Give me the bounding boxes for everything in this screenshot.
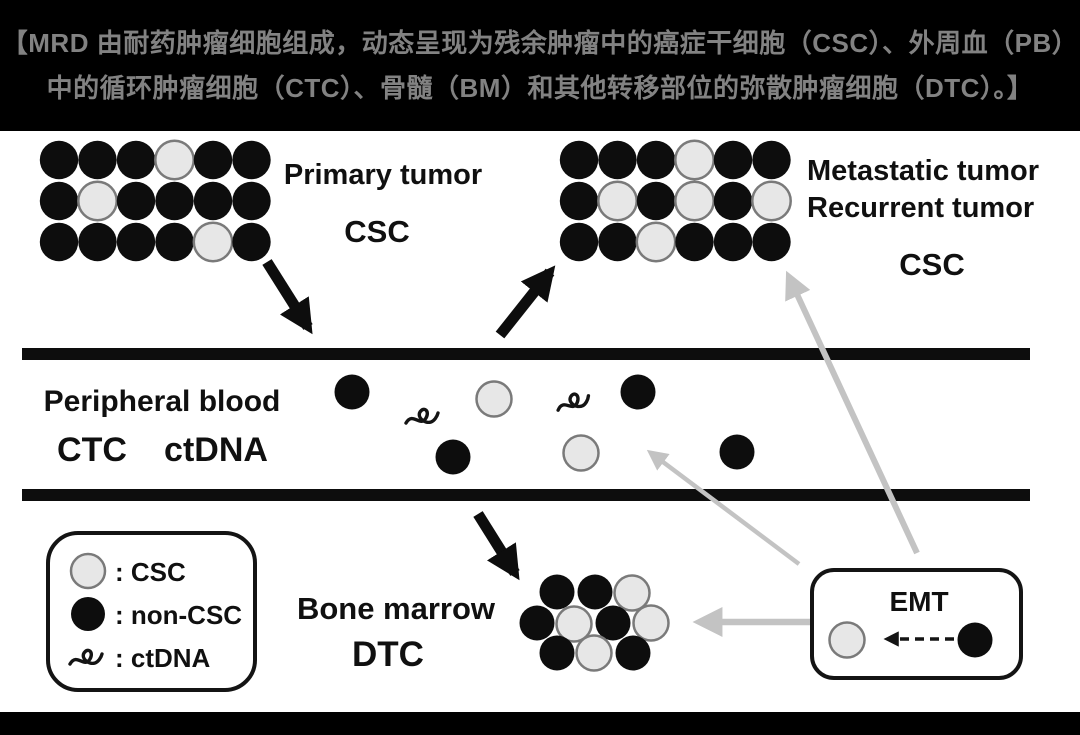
primary-tumor-label: Primary tumor (284, 159, 482, 191)
non-csc-cell (559, 222, 599, 262)
non-csc-cell (519, 605, 555, 641)
ctc-label: CTC (57, 431, 127, 469)
non-csc-cell (598, 222, 637, 262)
csc-cell (475, 380, 513, 418)
non-csc-cell (559, 181, 599, 221)
non-csc-cell (577, 574, 613, 610)
bone-marrow-label: Bone marrow (297, 591, 496, 626)
legend-box: : CSC : non-CSC : ctDNA (46, 531, 257, 692)
non-csc-cell (675, 222, 714, 262)
non-csc-cell (78, 140, 117, 180)
non-csc-cell (116, 181, 156, 221)
primary-tumor-grid (39, 139, 271, 263)
dtc-label: DTC (352, 635, 424, 674)
metastatic-tumor-label: Metastatic tumor (807, 155, 1039, 187)
csc-cell (632, 604, 670, 642)
non-csc-cell (636, 140, 676, 180)
non-csc-cell (598, 140, 637, 180)
vessel-wall-top (22, 348, 1030, 360)
non-csc-cell (334, 374, 370, 410)
ctdna-label: ctDNA (164, 431, 268, 469)
non-csc-cell (752, 222, 791, 262)
csc-cell (562, 434, 600, 472)
non-csc-cell (232, 181, 271, 221)
arrow-blood-to-bone-marrow (473, 511, 520, 581)
csc-cell (555, 605, 593, 643)
caption-line-1: 【MRD 由耐药肿瘤细胞组成，动态呈现为残余肿瘤中的癌症干细胞（CSC）、外周血… (1, 27, 1079, 58)
vessel-wall-bottom (22, 489, 1030, 501)
legend-ctdna-label: : ctDNA (115, 643, 211, 673)
peripheral-blood-cells (334, 374, 755, 475)
legend-non-csc-label: : non-CSC (115, 600, 242, 630)
arrow-emt-to-blood (646, 449, 801, 566)
non-csc-cell (595, 605, 631, 641)
non-csc-cell (155, 181, 194, 221)
non-csc-cell (719, 434, 755, 470)
emt-label: EMT (889, 586, 948, 617)
ctdna-icon (554, 390, 592, 412)
bottom-bar (0, 712, 1080, 735)
non-csc-cell (155, 222, 194, 262)
non-csc-cell (78, 222, 117, 262)
non-csc-cell (232, 140, 271, 180)
caption-banner: 【MRD 由耐药肿瘤细胞组成，动态呈现为残余肿瘤中的癌症干细胞（CSC）、外周血… (0, 0, 1080, 131)
non-csc-cell (713, 140, 753, 180)
non-csc-cell (636, 181, 676, 221)
non-csc-cell (539, 635, 575, 671)
non-csc-cell (713, 222, 753, 262)
arrow-blood-to-metastatic (495, 265, 556, 339)
non-csc-cell (435, 439, 471, 475)
non-csc-cell (713, 181, 753, 221)
legend-csc-symbol (69, 552, 107, 590)
bone-marrow-cluster (519, 574, 670, 672)
non-csc-cell (615, 635, 651, 671)
non-csc-cell (193, 140, 233, 180)
arrow-emt-to-metastatic (785, 270, 920, 555)
non-csc-cell (116, 140, 156, 180)
emt-non-csc-cell (957, 622, 993, 658)
legend-ctdna-icon (68, 648, 104, 666)
csc-cell (635, 221, 677, 263)
emt-border (810, 568, 1023, 680)
non-csc-cell (39, 140, 79, 180)
peripheral-blood-label: Peripheral blood (44, 385, 281, 418)
legend-border (46, 531, 257, 692)
non-csc-cell (39, 222, 79, 262)
csc-cell (575, 634, 613, 672)
csc-cell (674, 180, 715, 222)
non-csc-cell (116, 222, 156, 262)
non-csc-cell (559, 140, 599, 180)
csc-cell (674, 139, 715, 181)
csc-cell (613, 574, 651, 612)
metastatic-csc-label: CSC (899, 247, 964, 282)
legend-non-csc-symbol (71, 597, 105, 631)
non-csc-cell (539, 574, 575, 610)
emt-box: EMT (810, 568, 1023, 680)
non-csc-cell (193, 181, 233, 221)
ctdna-icon (404, 407, 440, 425)
csc-cell (192, 221, 234, 263)
caption-line-2: 中的循环肿瘤细胞（CTC）、骨髓（BM）和其他转移部位的弥散肿瘤细胞（DTC）。… (46, 72, 1034, 103)
non-csc-cell (752, 140, 791, 180)
metastatic-tumor-grid (559, 139, 792, 263)
legend-csc-label: : CSC (115, 557, 186, 587)
csc-cell (154, 139, 195, 181)
csc-cell (597, 180, 638, 222)
csc-cell (77, 180, 118, 222)
non-csc-cell (620, 374, 656, 410)
recurrent-tumor-label: Recurrent tumor (807, 192, 1034, 224)
non-csc-cell (232, 222, 271, 262)
csc-cell (751, 180, 792, 222)
primary-tumor-csc-label: CSC (344, 214, 409, 249)
emt-csc-cell (828, 621, 866, 659)
arrow-primary-to-blood (262, 259, 313, 335)
non-csc-cell (39, 181, 79, 221)
